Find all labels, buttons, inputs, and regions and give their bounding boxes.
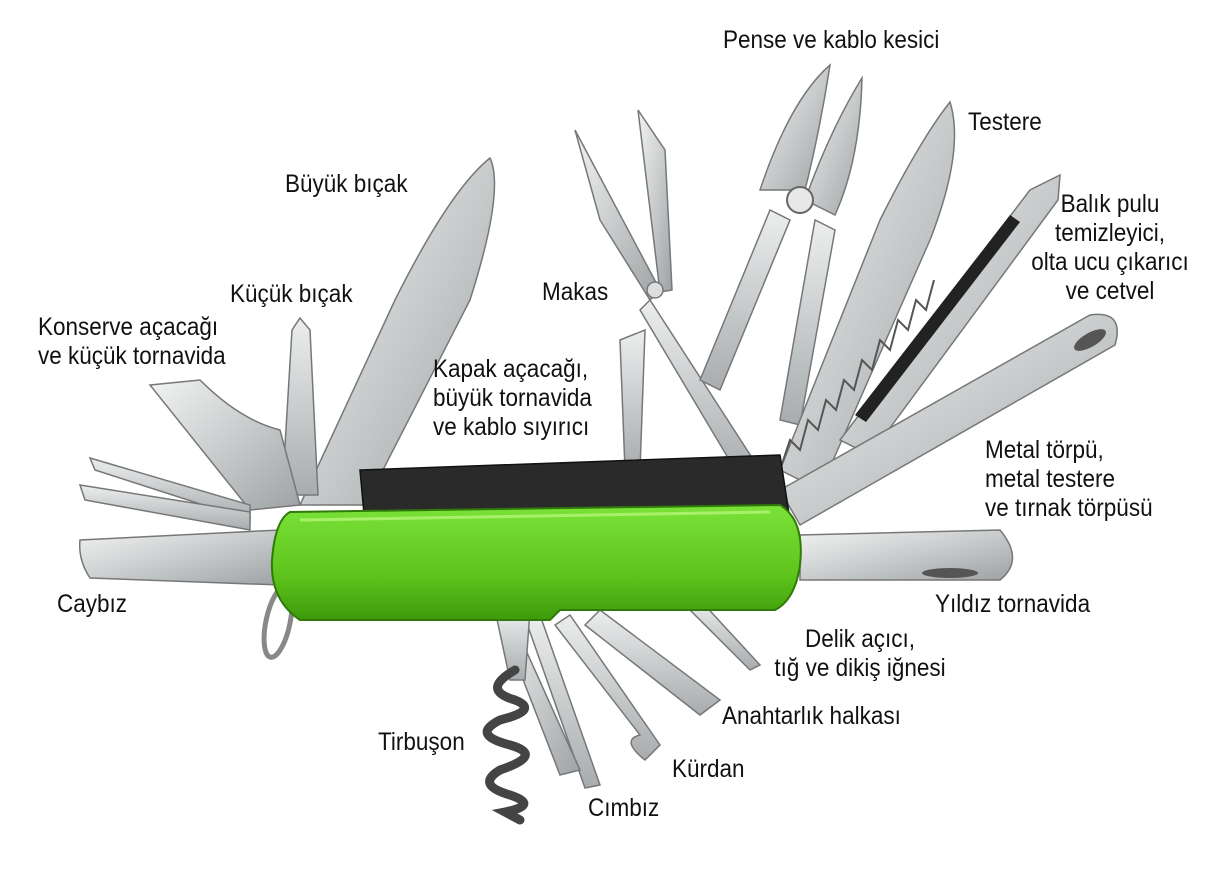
saw-teeth [779, 279, 935, 471]
label-metal-file-line-2: metal testere [985, 465, 1116, 493]
small-blade [281, 316, 319, 496]
label-can-opener-line-1: Konserve açacağı [38, 313, 219, 341]
label-can-opener-line-2: ve küçük tornavida [38, 342, 226, 370]
label-fish-scaler-line-2: temizleyici, [1054, 219, 1166, 247]
label-awl-line-1: Delik açıcı, [804, 625, 916, 653]
saw [779, 100, 956, 492]
label-metal-file-line-3: ve tırnak törpüsü [985, 494, 1153, 522]
pliers-jaw-2 [804, 75, 863, 217]
label-bottle-opener: Kapak açacağı, büyük tornavida ve kablo … [433, 355, 592, 442]
label-large-blade: Büyük bıçak [285, 170, 408, 198]
pliers-arm-1 [699, 208, 791, 392]
label-metal-file: Metal törpü, metal testere ve tırnak tör… [985, 436, 1153, 523]
handle-highlight [299, 510, 771, 522]
scissors-blade-2 [637, 109, 673, 293]
label-keyring: Anahtarlık halkası [722, 702, 901, 730]
label-saw: Testere [968, 108, 1042, 136]
label-tweezers: Cımbız [588, 794, 660, 822]
metal-file [778, 313, 1118, 527]
label-bottle-opener-line-3: ve kablo sıyırıcı [433, 413, 590, 441]
label-scissors: Makas [542, 278, 609, 306]
label-pliers: Pense ve kablo kesici [723, 26, 940, 54]
label-fish-scaler-line-3: olta ucu çıkarıcı [1031, 248, 1189, 276]
bottle-opener [619, 328, 646, 471]
label-reamer: Caybız [57, 590, 128, 618]
label-metal-file-line-1: Metal törpü, [985, 436, 1104, 464]
left-tool-mid [78, 484, 251, 531]
green-handle [270, 503, 802, 621]
reamer [78, 529, 281, 586]
fish-scaler-dark [855, 215, 1020, 422]
pliers-pivot [786, 186, 814, 214]
label-bottle-opener-line-1: Kapak açacağı, [433, 355, 589, 383]
can-opener [148, 379, 301, 511]
label-can-opener: Konserve açacağı ve küçük tornavida [38, 313, 226, 371]
pliers-jaw-1 [758, 63, 832, 191]
label-bottle-opener-line-2: büyük tornavida [433, 384, 592, 412]
toothpick [553, 613, 661, 762]
label-fish-scaler-line-1: Balık pulu [1060, 190, 1160, 218]
phillips-hole [922, 568, 978, 578]
label-small-blade: Küçük bıçak [230, 280, 353, 308]
phillips-screwdriver [799, 529, 1014, 581]
label-fish-scaler: Balık pulu temizleyici, olta ucu çıkarıc… [1020, 190, 1200, 306]
corkscrew [482, 665, 530, 825]
scissors-pivot [646, 281, 664, 299]
label-awl-line-2: tığ ve dikiş iğnesi [774, 654, 946, 682]
label-corkscrew: Tirbuşon [378, 728, 465, 756]
file-hole [1074, 329, 1106, 351]
label-fish-scaler-line-4: ve cetvel [1065, 277, 1155, 305]
label-toothpick: Kürdan [672, 755, 745, 783]
large-blade [298, 156, 496, 506]
keyring-tool [583, 609, 722, 716]
label-phillips: Yıldız tornavida [935, 590, 1091, 618]
label-awl: Delik açıcı, tığ ve dikiş iğnesi [770, 625, 950, 683]
